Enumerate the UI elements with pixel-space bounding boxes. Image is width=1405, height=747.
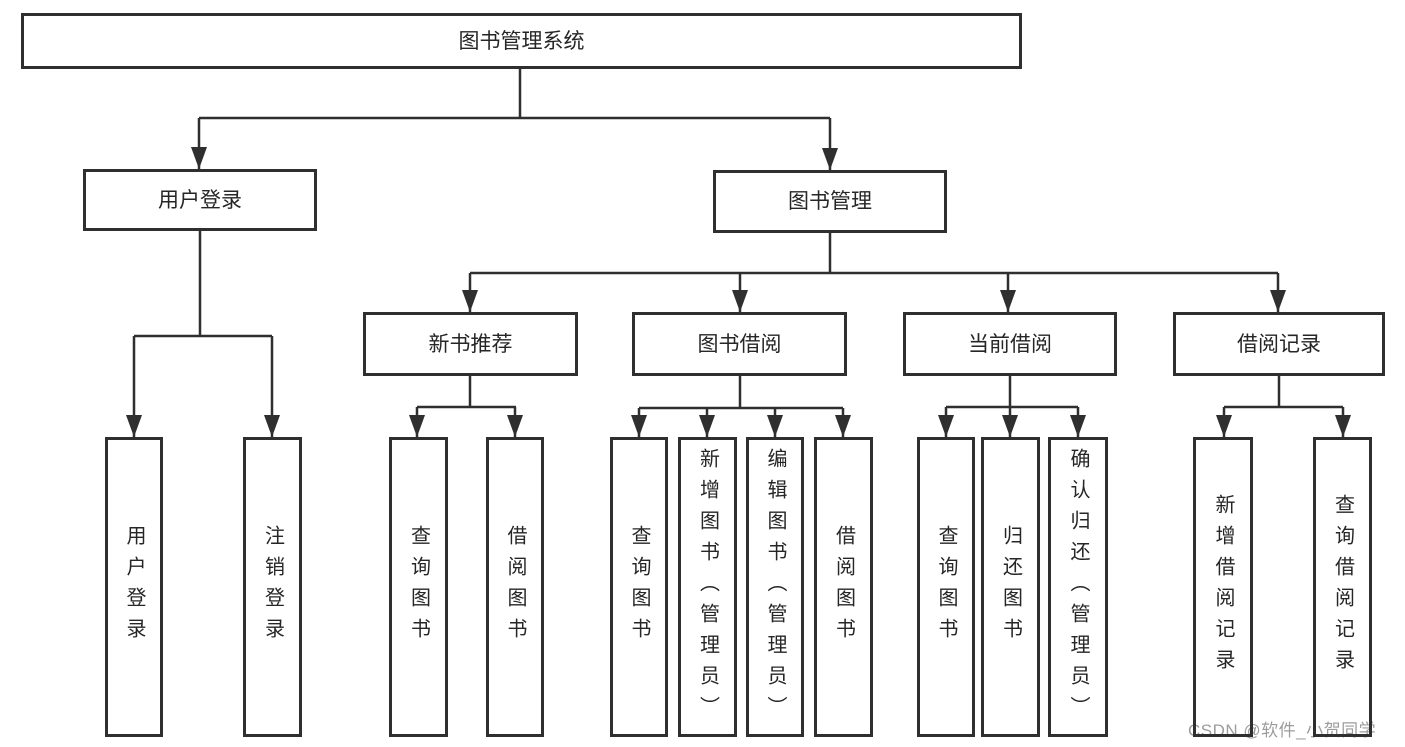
node-leaf-return-books: 归还图书 — [981, 437, 1040, 737]
node-leaf-edit-books-admin: 编辑图书（管理员） — [746, 437, 804, 737]
node-leaf-logout: 注销登录 — [243, 437, 302, 737]
node-new-book-recommend: 新书推荐 — [363, 312, 578, 376]
node-book-management: 图书管理 — [713, 170, 947, 233]
node-label: 当前借阅 — [968, 332, 1052, 356]
node-leaf-borrow-books: 借阅图书 — [814, 437, 873, 737]
node-user-login: 用户登录 — [83, 169, 317, 231]
node-borrow-records: 借阅记录 — [1173, 312, 1385, 376]
node-label: 编辑图书（管理员） — [764, 447, 786, 727]
connector-book-management-to-level3 — [462, 233, 1286, 312]
node-leaf-user-login: 用户登录 — [105, 437, 163, 737]
node-leaf-query-books-borrow: 查询图书 — [610, 437, 668, 737]
node-leaf-borrow-books-recommend: 借阅图书 — [486, 437, 544, 737]
node-label: 查询借阅记录 — [1331, 494, 1354, 680]
node-leaf-add-borrow-record: 新增借阅记录 — [1193, 437, 1253, 737]
node-label: 借阅图书 — [504, 525, 526, 649]
node-label: 图书借阅 — [697, 332, 782, 356]
node-book-borrow: 图书借阅 — [632, 312, 847, 376]
node-library-management-system: 图书管理系统 — [21, 13, 1022, 69]
connector-new-book-recommend-to-leaves — [409, 376, 523, 437]
node-label: 新增图书（管理员） — [696, 447, 719, 727]
connector-borrow-records-to-leaves — [1216, 376, 1351, 437]
node-label: 新增借阅记录 — [1212, 494, 1234, 680]
node-label: 新书推荐 — [428, 332, 513, 356]
node-leaf-confirm-return-admin: 确认归还（管理员） — [1048, 437, 1108, 737]
node-label: 查询图书 — [628, 525, 650, 649]
node-label: 用户登录 — [123, 525, 145, 649]
node-label: 查询图书 — [407, 525, 430, 649]
node-label: 归还图书 — [999, 525, 1022, 649]
node-current-borrow: 当前借阅 — [903, 312, 1117, 376]
node-label: 图书管理系统 — [458, 29, 585, 53]
node-leaf-query-books-current: 查询图书 — [917, 437, 975, 737]
node-leaf-add-books-admin: 新增图书（管理员） — [678, 437, 737, 737]
node-label: 借阅记录 — [1237, 332, 1321, 356]
node-leaf-query-books-recommend: 查询图书 — [389, 437, 448, 737]
node-label: 借阅图书 — [832, 525, 855, 649]
node-label: 确认归还（管理员） — [1067, 447, 1089, 727]
node-leaf-query-borrow-record: 查询借阅记录 — [1313, 437, 1372, 737]
connector-root-to-level2 — [191, 69, 838, 170]
node-label: 图书管理 — [788, 190, 872, 213]
connector-book-borrow-to-leaves — [631, 376, 851, 437]
connector-user-login-to-leaves — [126, 231, 280, 437]
connector-current-borrow-to-leaves — [938, 376, 1086, 437]
node-label: 用户登录 — [158, 188, 242, 212]
node-label: 注销登录 — [261, 525, 284, 649]
node-label: 查询图书 — [935, 525, 957, 649]
